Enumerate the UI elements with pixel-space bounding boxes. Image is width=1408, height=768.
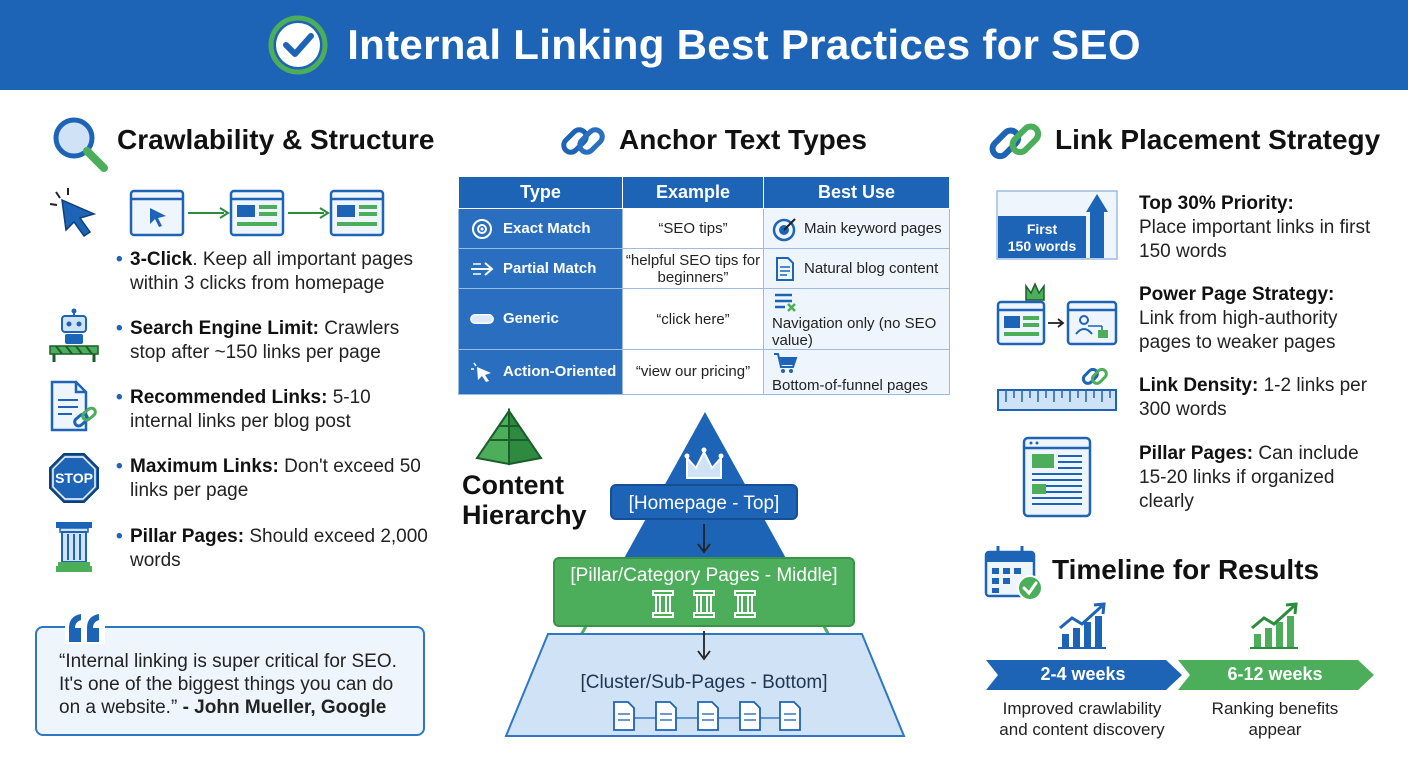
- ruler-link-icon: [997, 368, 1117, 411]
- svg-text:STOP: STOP: [55, 470, 93, 486]
- type-cell: Exact Match: [458, 208, 623, 249]
- svg-text:First: First: [1027, 221, 1058, 237]
- type-cell: Action-Oriented: [458, 349, 623, 395]
- example-cell: “helpful SEO tips for beginners”: [622, 248, 764, 289]
- table-row: Action-Oriented “view our pricing” Botto…: [458, 349, 950, 395]
- crawl-item-recommended: •Recommended Links: 5-10 internal links …: [116, 387, 371, 432]
- hierarchy-title: Content Hierarchy: [462, 470, 587, 530]
- tier-cluster: [Cluster/Sub-Pages - Bottom]: [540, 672, 868, 740]
- placement-item-pillar: Pillar Pages: Can include 15-20 links if…: [1139, 443, 1359, 512]
- magnifier-icon: [53, 117, 108, 172]
- placement-item-density: Link Density: 1-2 links per 300 words: [1139, 375, 1368, 420]
- quote-mark-icon: [65, 610, 105, 644]
- column-header-example: Example: [622, 176, 764, 209]
- pillar-icon: [56, 522, 92, 572]
- column-header-type: Type: [458, 176, 623, 209]
- chain-link-icon: [561, 127, 605, 155]
- crawl-item-pillar: •Pillar Pages: Should exceed 2,000 words: [116, 526, 428, 571]
- crawl-item-engine-limit: •Search Engine Limit: Crawlers stop afte…: [116, 318, 400, 363]
- browser-window-icon: [129, 189, 185, 237]
- cursor-click-icon: [49, 188, 97, 238]
- page-title: Internal Linking Best Practices for SEO: [347, 21, 1141, 68]
- anchor-section-title: Anchor Text Types: [619, 124, 867, 155]
- best-use-cell: Bottom-of-funnel pages: [763, 349, 950, 395]
- chain-link-icon: [989, 123, 1042, 160]
- calendar-check-icon: [984, 546, 1043, 601]
- timeline-desc-2: Ranking benefits appear: [1211, 699, 1339, 739]
- shopping-cart-icon: [774, 353, 798, 373]
- timeline-period-2: 6-12 weeks: [1227, 664, 1323, 684]
- bullseye-icon: [772, 217, 796, 241]
- checkmark-circle-icon: [268, 15, 328, 75]
- first-words-graphic: First 150 words: [996, 190, 1118, 260]
- pillar-page-document-icon: [1022, 436, 1092, 518]
- pillar-icons: [652, 590, 756, 618]
- browser-window-icon: [329, 189, 385, 237]
- crown-icon: [684, 447, 724, 479]
- best-use-cell: Main keyword pages: [763, 208, 950, 249]
- example-cell: “click here”: [622, 288, 764, 350]
- placement-item-power-page: Power Page Strategy:Link from high-autho…: [1139, 284, 1338, 353]
- table-row: Generic “click here” Navigation only (no…: [458, 288, 950, 350]
- example-cell: “SEO tips”: [622, 208, 764, 249]
- target-icon: [472, 218, 492, 239]
- link-bar-icon: [470, 314, 494, 324]
- stop-sign-icon: STOP: [49, 453, 99, 503]
- timeline-period-1: 2-4 weeks: [1040, 664, 1126, 684]
- quote-box: “Internal linking is super critical for …: [35, 610, 425, 736]
- timeline-section-title: Timeline for Results: [1052, 554, 1320, 585]
- header-banner: Internal Linking Best Practices for SEO: [0, 0, 1408, 90]
- sub-page-icons: [613, 701, 801, 731]
- anchor-text-table: Type Example Best Use Exact Match “SEO t…: [458, 176, 950, 395]
- table-row: Partial Match “helpful SEO tips for begi…: [458, 248, 950, 289]
- crawl-section-title: Crawlability & Structure: [117, 124, 435, 155]
- document-icon: [776, 256, 794, 281]
- robot-crawler-icon: [49, 308, 99, 362]
- best-use-cell: Natural blog content: [763, 248, 950, 289]
- nav-menu-icon: [775, 293, 796, 312]
- type-cell: Partial Match: [458, 248, 623, 289]
- tier-pillar: [Pillar/Category Pages - Middle]: [553, 557, 855, 627]
- pyramid-icon: [475, 408, 543, 466]
- growth-chart-icon: [1058, 602, 1106, 649]
- timeline-desc-1: Improved crawlability and content discov…: [999, 699, 1165, 739]
- example-cell: “view our pricing”: [622, 349, 764, 395]
- quote-text: “Internal linking is super critical for …: [59, 651, 397, 718]
- type-cell: Generic: [458, 288, 623, 350]
- svg-text:150 words: 150 words: [1008, 238, 1077, 254]
- linked-document-icon: [50, 380, 97, 432]
- column-header-best-use: Best Use: [763, 176, 950, 209]
- tier-homepage: [Homepage - Top]: [610, 484, 798, 520]
- arrow-icon: [471, 261, 494, 276]
- best-use-cell: Navigation only (no SEO value): [763, 288, 950, 350]
- timeline-arrows: [986, 660, 1374, 690]
- crawl-item-maximum: •Maximum Links: Don't exceed 50 links pe…: [116, 456, 421, 501]
- click-flow-diagram: [49, 188, 385, 238]
- cursor-click-icon: [471, 362, 491, 382]
- placement-item-top-priority: Top 30% Priority:Place important links i…: [1139, 193, 1371, 262]
- browser-window-icon: [229, 189, 285, 237]
- growth-chart-icon: [1250, 602, 1298, 649]
- placement-section-title: Link Placement Strategy: [1055, 124, 1381, 155]
- table-row: Exact Match “SEO tips” Main keyword page…: [458, 208, 950, 249]
- crawl-item-three-click: •3-Click. Keep all important pages withi…: [116, 249, 414, 294]
- power-page-graphic: [996, 282, 1118, 346]
